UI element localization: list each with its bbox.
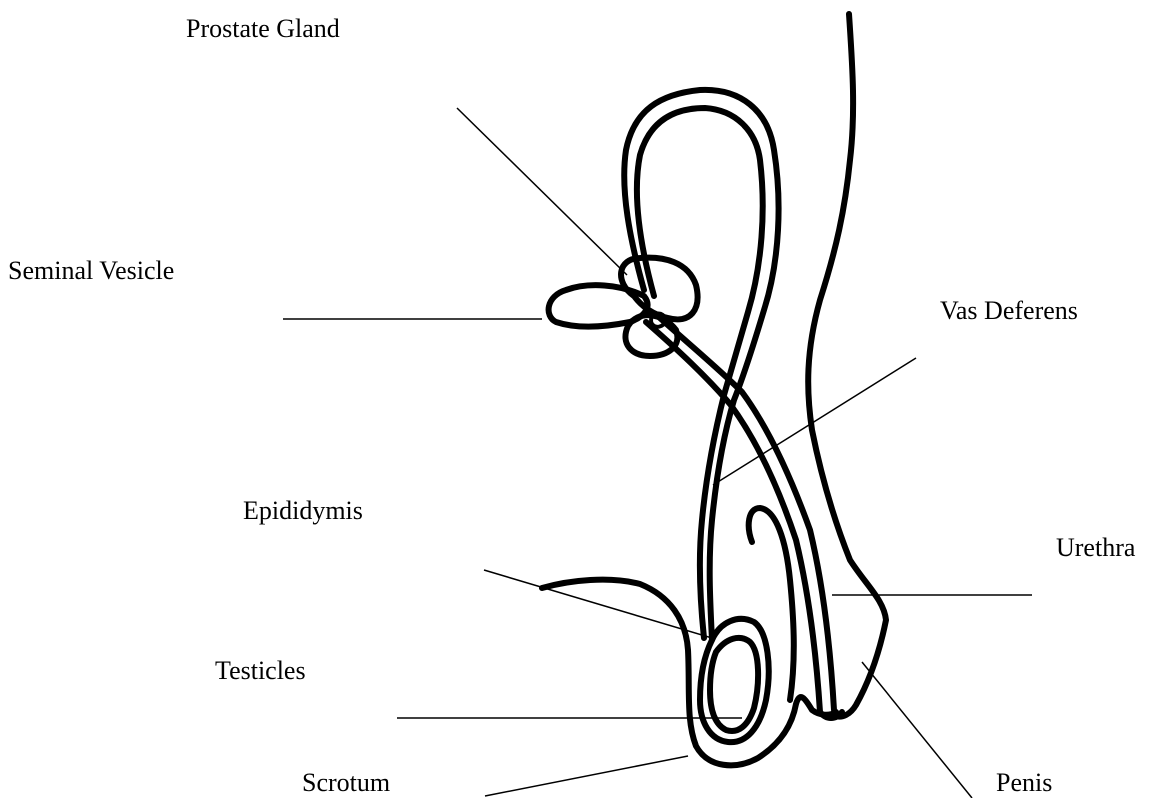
urethra-label: Urethra bbox=[1056, 535, 1135, 561]
scrotum-leader-line bbox=[485, 756, 688, 796]
testicle-inner-shape bbox=[710, 638, 758, 731]
penis-leader-line bbox=[862, 662, 972, 798]
testicles-label: Testicles bbox=[215, 658, 306, 684]
seminal-vesicle-label: Seminal Vesicle bbox=[8, 258, 174, 284]
prostate-gland-label: Prostate Gland bbox=[186, 16, 340, 42]
penis-label: Penis bbox=[996, 770, 1052, 796]
vas-deferens-label: Vas Deferens bbox=[940, 298, 1078, 324]
prostate-leader-line bbox=[457, 108, 627, 275]
scrotum-label: Scrotum bbox=[302, 770, 390, 796]
body-outline-shape bbox=[808, 14, 886, 717]
epididymis-label: Epididymis bbox=[243, 498, 363, 524]
